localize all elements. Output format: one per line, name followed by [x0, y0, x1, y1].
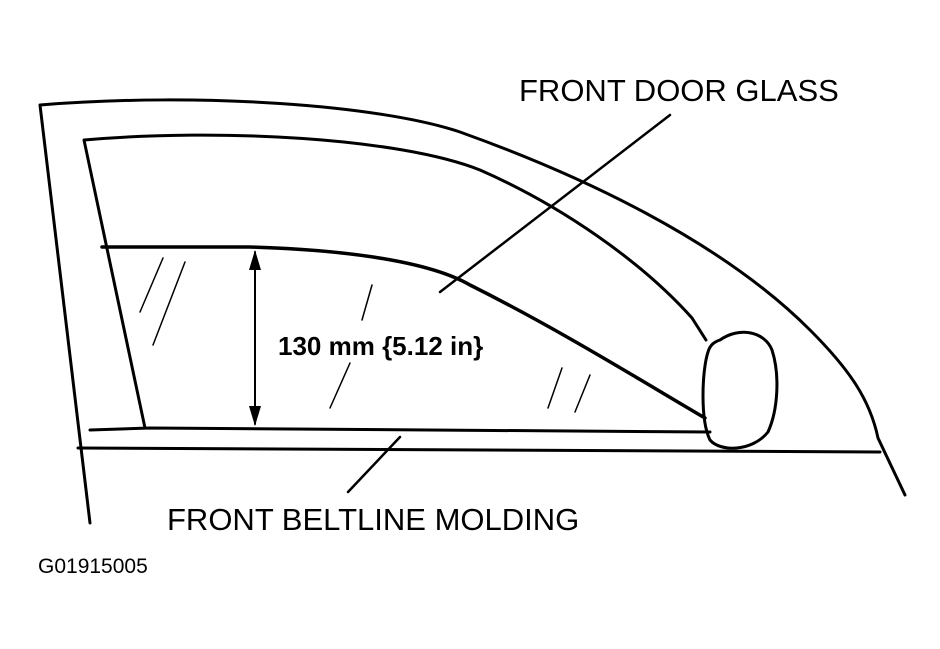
- label-dimension: 130 mm {5.12 in}: [278, 331, 483, 361]
- label-front-beltline-molding: FRONT BELTLINE MOLDING: [167, 502, 579, 537]
- glass-leader-line: [438, 113, 672, 294]
- mirror: [701, 330, 779, 450]
- door-body-line: [76, 446, 882, 454]
- molding-leader-line: [346, 435, 402, 494]
- label-front-door-glass: FRONT DOOR GLASS: [519, 73, 839, 108]
- beltline-molding: [88, 426, 712, 434]
- door-frame-outer: [38, 98, 907, 525]
- window-opening-inner: [82, 133, 708, 430]
- figure-id: G01915005: [38, 555, 148, 578]
- door-glass-top-edge: [100, 245, 707, 420]
- glass-reflection-marks: [139, 257, 591, 413]
- dimension-arrow: [249, 250, 261, 426]
